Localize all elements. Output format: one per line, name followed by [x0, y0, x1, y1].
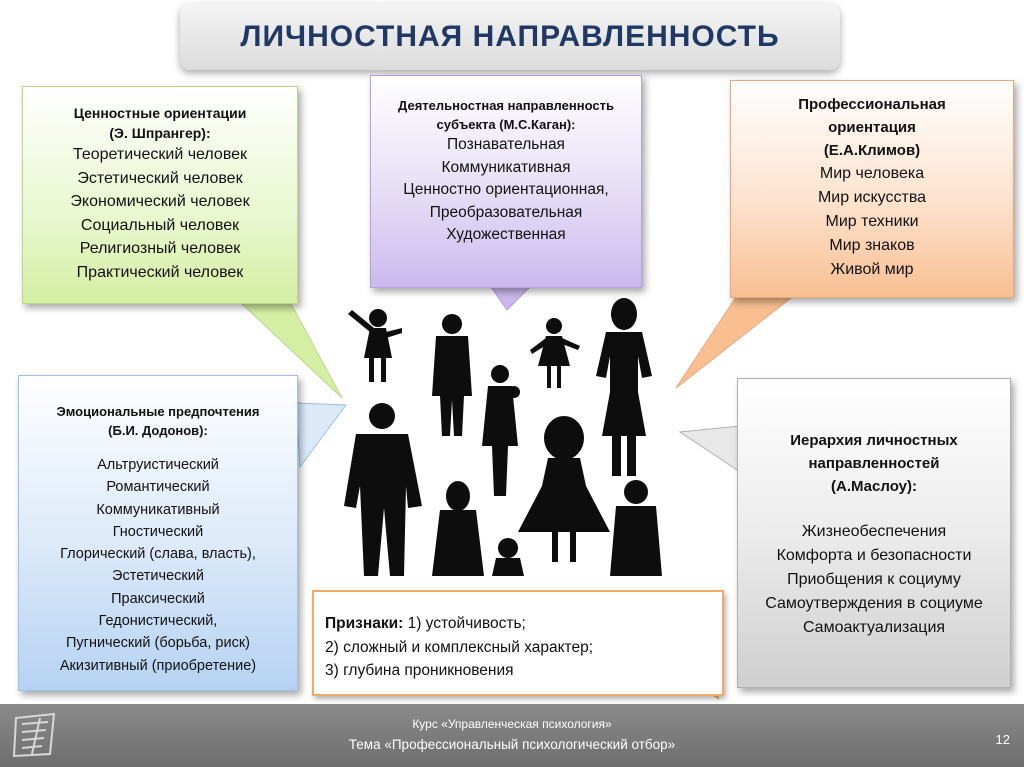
people-silhouettes-illustration	[344, 298, 662, 576]
value-orientations-box: Ценностные ориентации (Э. Шпрангер): Тео…	[22, 86, 298, 304]
woman-silhouette	[596, 298, 652, 476]
list-item: Коммуникативный	[96, 501, 220, 518]
professional-orientation-header: Профессиональная	[798, 96, 946, 113]
list-item: Гностический	[112, 523, 204, 540]
title-bar: ЛИЧНОСТНАЯ НАПРАВЛЕННОСТЬ	[180, 4, 840, 70]
list-item: Пугнический (борьба, риск)	[65, 635, 250, 652]
signs-box: Признаки: 1) устойчивость; 2) сложный и …	[312, 590, 724, 696]
activity-orientation-header: Деятельностная направленность	[398, 98, 614, 113]
professional-orientation-author: (Е.А.Климов)	[823, 142, 921, 159]
list-item: Теоретический человек	[72, 146, 248, 163]
list-item: Мир человека	[819, 165, 925, 182]
list-item: Альтруистический	[97, 457, 219, 473]
list-item: Художественная	[446, 226, 566, 243]
list-item: Эстетический человек	[77, 169, 243, 187]
list-item: Религиозный человек	[79, 240, 241, 257]
list-item: Акизитивный (приобретение)	[59, 657, 257, 674]
list-item: Самоактуализация	[802, 619, 946, 636]
value-orientations-header: Ценностные ориентации	[73, 105, 247, 121]
list-item: Жизнеобеспечения	[801, 523, 947, 540]
man-silhouette	[432, 314, 472, 436]
hierarchy-box: Иерархия личностных направленностей (А.М…	[737, 378, 1011, 688]
page-number: 12	[995, 732, 1010, 747]
emotional-preferences-header: Эмоциональные предпочтения	[56, 404, 260, 419]
emotional-preferences-author: (Б.И. Додонов):	[108, 423, 208, 438]
course-name: Курс «Управленческая психология»	[412, 717, 612, 731]
list-item: Мир техники	[825, 213, 919, 230]
girl-silhouette	[530, 318, 580, 388]
page-title: ЛИЧНОСТНАЯ НАПРАВЛЕННОСТЬ	[240, 20, 780, 53]
signs-item-2: 2) сложный и комплексный характер;	[325, 638, 594, 656]
professional-orientation-header: ориентация	[828, 119, 916, 136]
list-item: Мир искусства	[817, 189, 927, 206]
list-item: Познавательная	[447, 136, 565, 153]
professional-orientation-box: Профессиональная ориентация (Е.А.Климов)…	[730, 80, 1014, 298]
list-item: Комфорта и безопасности	[776, 547, 972, 564]
list-item: Живой мир	[830, 261, 914, 278]
logo-icon	[12, 712, 56, 758]
emotional-preferences-box: Эмоциональные предпочтения (Б.И. Додонов…	[18, 375, 298, 691]
list-item: Самоутверждения в социуме	[765, 595, 983, 612]
young-man-silhouette	[610, 480, 662, 576]
list-item: Гедонистический,	[98, 613, 218, 630]
signs-line-1: Признаки: 1) устойчивость;	[325, 612, 722, 636]
list-item: Практический человек	[76, 263, 244, 281]
activity-orientation-author: субъекта (М.С.Каган):	[436, 117, 576, 132]
signs-item-3: 3) глубина проникновения	[325, 662, 514, 679]
mother-child-silhouette	[482, 365, 520, 496]
list-item: Праксический	[111, 590, 205, 607]
young-woman-silhouette	[432, 481, 484, 576]
hierarchy-header: направленностей	[808, 455, 940, 472]
topic-name: Тема «Профессиональный психологический о…	[348, 737, 676, 752]
man-in-suit-silhouette	[344, 403, 422, 576]
hierarchy-header: Иерархия личностных	[790, 432, 958, 449]
blue-callout-tail	[295, 402, 347, 469]
list-item: Ценностно ориентационная,	[403, 181, 609, 198]
signs-item-1: 1) устойчивость;	[403, 615, 526, 632]
list-item: Мир знаков	[829, 237, 915, 254]
list-item: Глорический (слава, власть),	[60, 546, 256, 563]
signs-label: Признаки:	[325, 615, 404, 632]
list-item: Преобразовательная	[429, 203, 583, 221]
list-item: Эстетический	[112, 568, 204, 585]
list-item: Приобщения к социуму	[787, 571, 961, 588]
dancing-girl-silhouette	[348, 309, 402, 382]
girl-in-dress-silhouette	[518, 416, 610, 562]
activity-orientation-box: Деятельностная направленность субъекта (…	[370, 75, 642, 288]
gray-callout-tail	[678, 425, 741, 473]
child-silhouette	[492, 538, 524, 576]
hierarchy-author: (А.Маслоу):	[831, 478, 917, 495]
list-item: Экономический человек	[70, 193, 250, 210]
value-orientations-author: (Э. Шпрангер):	[109, 125, 211, 141]
list-item: Романтический	[106, 479, 210, 496]
footer: Курс «Управленческая психология» Тема «П…	[0, 704, 1024, 767]
list-item: Коммуникативная	[441, 158, 571, 176]
list-item: Социальный человек	[80, 216, 240, 234]
